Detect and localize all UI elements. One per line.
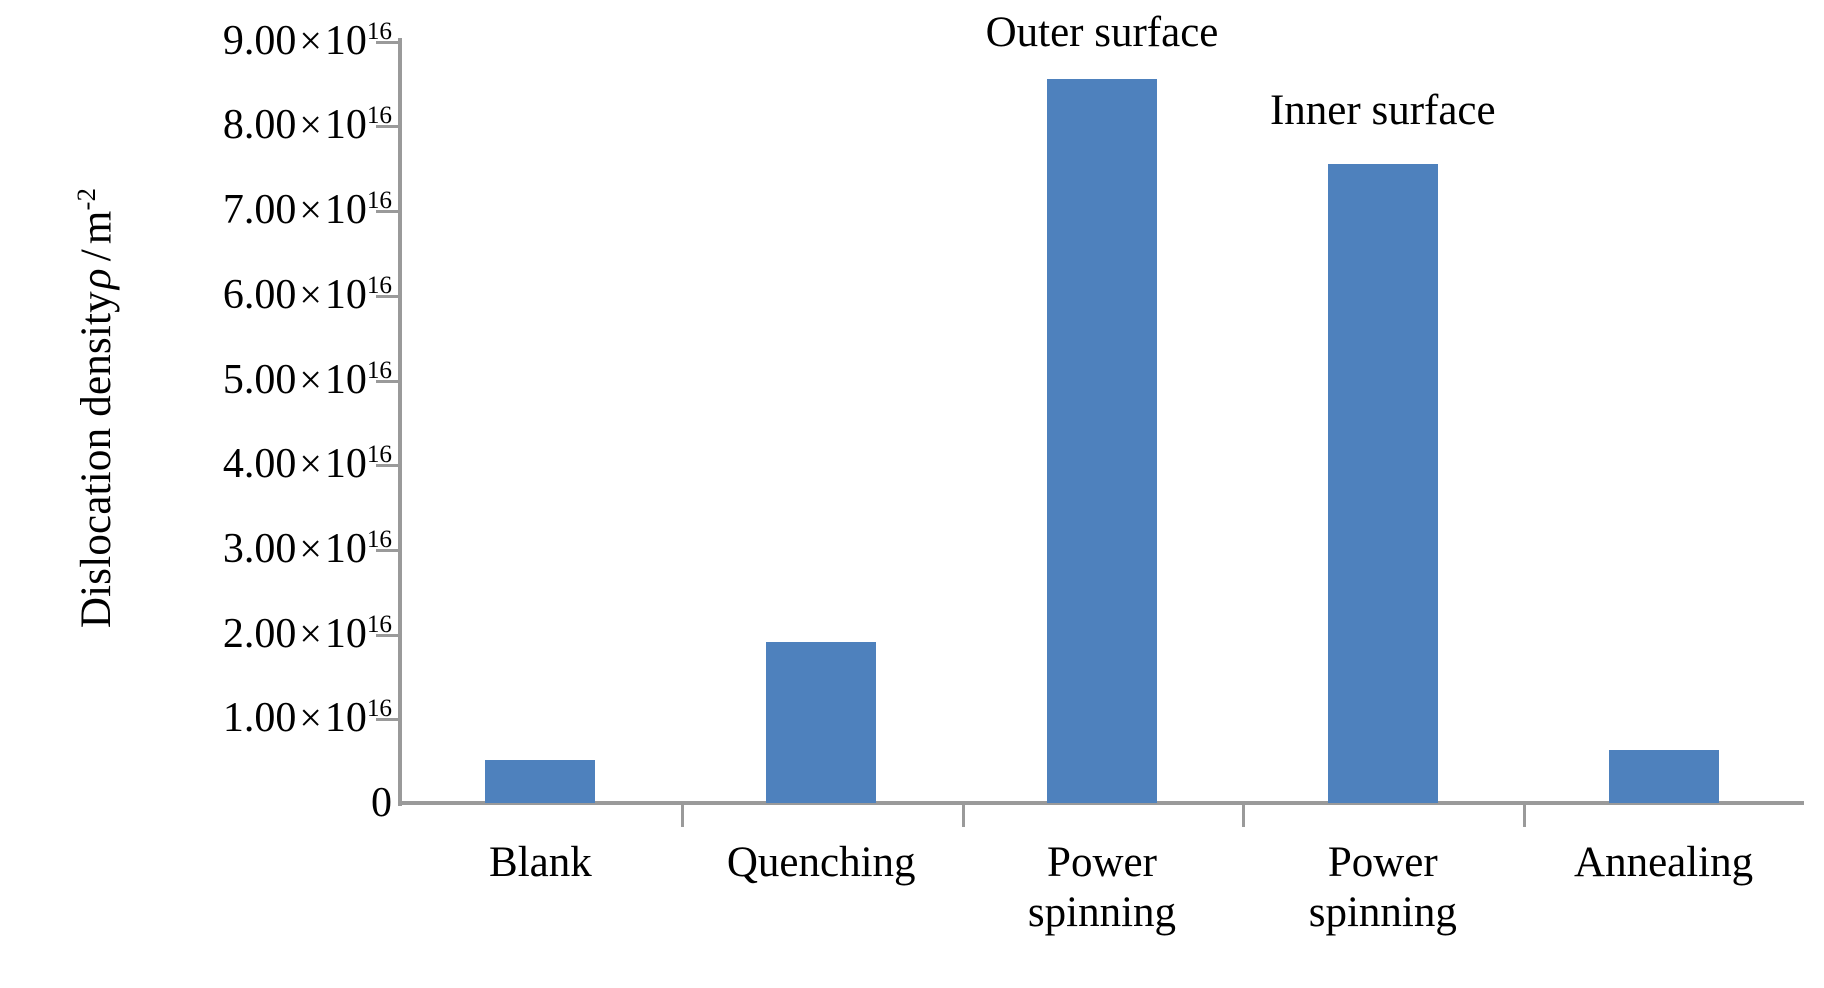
multiply-icon: × <box>299 102 322 148</box>
y-tick-mantissa: 6.00 <box>222 271 297 318</box>
y-tick-mantissa: 2.00 <box>222 610 297 657</box>
y-axis-tick-label: 6.00×1016 <box>223 271 392 319</box>
y-tick-base: 10 <box>324 356 367 403</box>
y-tick-exponent: 16 <box>366 610 392 638</box>
multiply-icon: × <box>299 525 322 571</box>
y-tick-exponent: 16 <box>366 187 392 215</box>
y-tick-exponent: 16 <box>366 356 392 384</box>
multiply-icon: × <box>299 356 322 402</box>
x-axis-category-label: Power spinning <box>1027 839 1177 936</box>
multiply-icon: × <box>299 187 322 233</box>
y-tick-base: 10 <box>324 695 367 742</box>
y-axis-title-text: Dislocation density <box>72 291 120 629</box>
y-tick-exponent: 16 <box>366 102 392 130</box>
y-tick-mantissa: 5.00 <box>222 356 297 403</box>
y-axis-line <box>398 38 402 806</box>
y-axis-tick-mark <box>376 40 398 44</box>
y-axis-tick-mark <box>376 464 398 468</box>
y-axis-tick-mark <box>376 633 398 637</box>
y-axis-tick-label: 9.00×1016 <box>223 17 392 65</box>
bar <box>1608 750 1719 803</box>
y-tick-mantissa: 8.00 <box>222 102 297 149</box>
x-axis-tick-mark <box>1523 805 1527 827</box>
x-axis-category-label: Annealing <box>1574 839 1754 886</box>
y-axis-tick-mark <box>376 718 398 722</box>
y-tick-mantissa: 4.00 <box>222 441 297 488</box>
y-axis-title-unit: m-2 <box>71 188 121 244</box>
y-axis-tick-label: 0 <box>371 779 392 827</box>
bar <box>766 642 877 803</box>
multiply-icon: × <box>299 271 322 317</box>
y-tick-base: 10 <box>324 441 367 488</box>
y-tick-mantissa: 9.00 <box>222 17 297 64</box>
y-tick-exponent: 16 <box>366 525 392 553</box>
y-axis-tick-label: 8.00×1016 <box>223 101 392 149</box>
bar <box>485 759 596 803</box>
y-axis-tick-mark <box>376 125 398 129</box>
x-axis-tick-mark <box>1242 805 1246 827</box>
y-tick-exponent: 16 <box>366 441 392 469</box>
y-tick-base: 10 <box>324 610 367 657</box>
y-axis-tick-mark <box>376 379 398 383</box>
y-tick-mantissa: 1.00 <box>222 695 297 742</box>
y-tick-exponent: 16 <box>366 695 392 723</box>
multiply-icon: × <box>299 695 322 741</box>
y-axis-tick-label: 1.00×1016 <box>223 694 392 742</box>
y-axis-tick-label: 2.00×1016 <box>223 610 392 658</box>
multiply-icon: × <box>299 610 322 656</box>
multiply-icon: × <box>299 17 322 63</box>
x-axis-category-label: Quenching <box>726 839 916 886</box>
y-axis-unit-exponent: -2 <box>70 187 101 211</box>
y-tick-mantissa: 7.00 <box>222 187 297 234</box>
y-axis-title-separator: / <box>72 249 120 262</box>
y-tick-base: 10 <box>324 102 367 149</box>
x-axis-tick-mark <box>680 805 684 827</box>
bar-annotation: Outer surface <box>985 9 1219 56</box>
x-axis-category-label: Power spinning <box>1308 839 1457 936</box>
y-tick-base: 10 <box>324 187 367 234</box>
y-axis-tick-mark <box>376 294 398 298</box>
y-axis-tick-label: 3.00×1016 <box>223 525 392 573</box>
multiply-icon: × <box>299 441 322 487</box>
y-tick-exponent: 16 <box>366 17 392 45</box>
y-axis-title: Dislocation density ρ / m-2 <box>66 28 126 788</box>
y-axis-tick-mark <box>376 548 398 552</box>
x-axis-category-label: Blank <box>489 839 592 886</box>
y-axis-tick-label: 5.00×1016 <box>223 356 392 404</box>
y-axis-unit-base: m <box>73 210 121 245</box>
bar <box>1327 163 1438 803</box>
x-axis-line <box>398 801 1804 805</box>
y-axis-tick-label: 4.00×1016 <box>223 440 392 488</box>
y-tick-mantissa: 0 <box>371 780 392 826</box>
y-tick-exponent: 16 <box>366 271 392 299</box>
y-axis-title-symbol: ρ <box>72 268 120 290</box>
y-tick-base: 10 <box>324 271 367 318</box>
y-axis-tick-label: 7.00×1016 <box>223 186 392 234</box>
bar-annotation: Inner surface <box>1269 87 1496 134</box>
x-axis-tick-mark <box>961 805 965 827</box>
y-tick-base: 10 <box>324 17 367 64</box>
y-tick-mantissa: 3.00 <box>222 525 297 572</box>
y-axis-tick-mark <box>376 210 398 214</box>
y-tick-base: 10 <box>324 525 367 572</box>
bar <box>1047 78 1157 803</box>
